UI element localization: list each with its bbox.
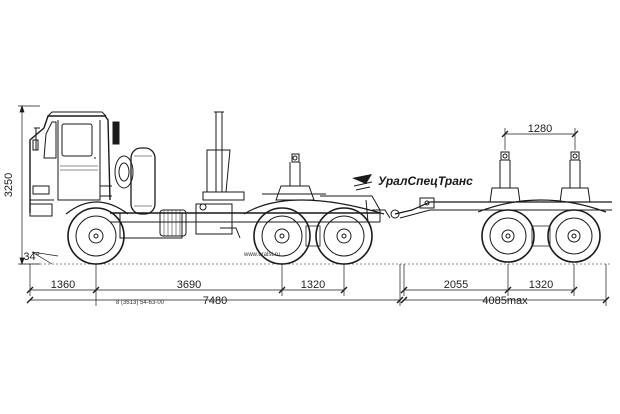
truck-cab bbox=[29, 111, 112, 217]
trailer-mudguard bbox=[477, 199, 607, 213]
brand-logo: УралСпецТранс bbox=[352, 174, 473, 191]
front-overhang-label: 1360 bbox=[51, 279, 75, 291]
dimension-ticks bbox=[26, 130, 610, 304]
exhaust-pipe bbox=[112, 121, 120, 145]
crane-post bbox=[202, 111, 245, 201]
phone-label: 8 (3513) 54-63-00 bbox=[116, 300, 165, 306]
height-label: 3250 bbox=[3, 173, 15, 197]
rear-mudguard bbox=[243, 199, 385, 215]
air-intake bbox=[114, 155, 134, 189]
bogie-link bbox=[305, 225, 321, 247]
trailer-span-label: 2055 bbox=[444, 279, 468, 291]
trailer-wheel-1 bbox=[481, 209, 535, 263]
wheelbase-label: 3690 bbox=[177, 279, 201, 291]
spare-tire bbox=[130, 147, 156, 215]
total-length-label: 7480 bbox=[203, 295, 227, 307]
truck-rear-frame bbox=[320, 195, 400, 223]
trailer-bunk-2 bbox=[559, 151, 591, 203]
front-mudguard bbox=[65, 201, 129, 215]
truck-front-wheel bbox=[67, 207, 125, 265]
trailer-bunk-1 bbox=[489, 151, 521, 203]
angle-label: 34° bbox=[23, 251, 40, 263]
bunk-spacing-label: 1280 bbox=[528, 123, 552, 135]
truck-rear-wheel-2 bbox=[315, 207, 373, 265]
dimension-lines bbox=[18, 104, 607, 306]
trailer-drawbar bbox=[394, 197, 612, 219]
rear-axles-label: 1320 bbox=[301, 279, 325, 291]
brand-text: УралСпецТранс bbox=[378, 174, 473, 188]
trailer-axles-label: 1320 bbox=[529, 279, 553, 291]
trailer-wheel-2 bbox=[547, 209, 601, 263]
trailer-overall-label: 4085max bbox=[482, 295, 528, 307]
trailer-bogie bbox=[531, 225, 551, 247]
truck-bunk bbox=[262, 153, 326, 201]
website-label: www.uralst.ru bbox=[243, 252, 280, 258]
